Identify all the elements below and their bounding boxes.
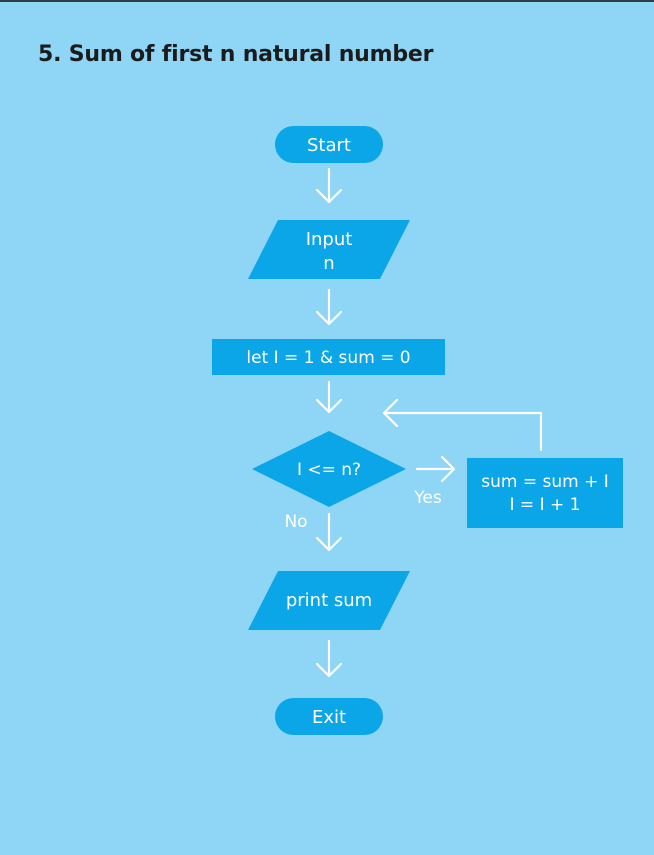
process-node: sum = sum + I I = I + 1 (467, 458, 623, 528)
page-title: 5. Sum of first n natural number (38, 42, 434, 67)
input-label-line1: Input (306, 229, 353, 250)
exit-label: Exit (312, 707, 346, 728)
decision-node: I <= n? (252, 431, 406, 507)
arrow-output-to-exit (315, 639, 343, 678)
arrow-no (315, 512, 343, 552)
output-node: print sum (248, 571, 410, 630)
no-label: No (284, 512, 307, 532)
arrow-init-to-decision (315, 380, 343, 414)
arrow-start-to-input (315, 167, 343, 204)
output-label: print sum (286, 590, 372, 611)
init-node: let I = 1 & sum = 0 (212, 339, 445, 375)
input-node: Input n (248, 220, 410, 279)
process-label-line1: sum = sum + I (481, 472, 609, 492)
arrow-loop-back (382, 398, 543, 452)
arrow-input-to-init (315, 288, 343, 326)
init-label: let I = 1 & sum = 0 (246, 348, 410, 368)
decision-label: I <= n? (297, 460, 361, 480)
input-label-line2: n (323, 253, 334, 274)
start-node: Start (275, 126, 383, 163)
exit-node: Exit (275, 698, 383, 735)
arrow-yes (415, 455, 456, 483)
start-label: Start (307, 135, 351, 156)
process-label-line2: I = I + 1 (510, 495, 581, 515)
yes-label: Yes (413, 488, 442, 508)
